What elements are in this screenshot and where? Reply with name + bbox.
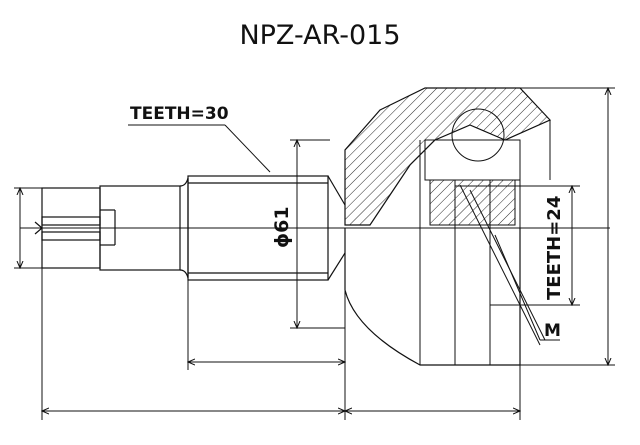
diameter-label: ϕ61 (271, 206, 293, 248)
bell-housing (344, 87, 552, 366)
thread-leader (494, 234, 560, 341)
part-number-title: NPZ-AR-015 (239, 20, 401, 51)
thread-label: M (544, 321, 561, 341)
inner-teeth-label: TEETH=24 (544, 196, 565, 300)
shaft-length-dimension (188, 280, 345, 370)
housing-height-dimension (520, 88, 615, 365)
outer-teeth-label: TEETH=30 (130, 104, 229, 124)
inner-teeth-dimension (455, 186, 580, 305)
outer-teeth-leader (128, 124, 271, 173)
spline-height-dimension (14, 188, 42, 268)
splined-shaft-end (34, 185, 181, 271)
shaft-total-dimension (42, 268, 345, 420)
inner-race (424, 108, 546, 365)
housing-length-dimension (345, 365, 520, 420)
diameter-dimension (290, 140, 345, 328)
main-shaft (187, 175, 346, 281)
